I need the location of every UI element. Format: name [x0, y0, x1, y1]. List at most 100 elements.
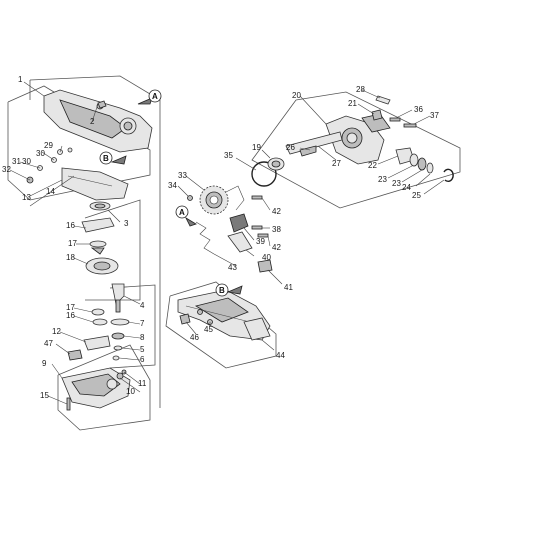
shaft-27	[285, 131, 343, 155]
label-44: 44	[276, 351, 285, 360]
label-42b: 42	[272, 243, 281, 252]
label-31: 31	[12, 157, 21, 166]
bolt-15	[66, 397, 71, 411]
lever-40	[227, 231, 253, 253]
label-18: 18	[66, 253, 75, 262]
clip-16b	[92, 318, 108, 326]
label-41: 41	[284, 283, 293, 292]
label-39: 39	[256, 237, 265, 246]
label-4: 4	[140, 301, 145, 310]
label-30b: 30	[22, 157, 31, 166]
label-43: 43	[228, 263, 237, 272]
knob-41	[257, 259, 273, 273]
group-box-upper	[7, 85, 151, 201]
spring-43	[195, 221, 215, 255]
label-38: 38	[272, 225, 281, 234]
callout-labels: 1 2 3 4 5 6 7 8 9 10 11 12 13 14 15 16 1…	[2, 75, 439, 400]
label-42a: 42	[272, 207, 281, 216]
washer-17b	[91, 308, 105, 316]
label-45: 45	[204, 325, 213, 334]
group-box-lower	[57, 344, 151, 431]
label-33: 33	[178, 171, 187, 180]
bolt-45b	[197, 309, 203, 315]
key-26	[299, 145, 317, 157]
washer-7	[110, 318, 130, 326]
lock-block-39	[229, 213, 249, 233]
label-17b: 17	[66, 303, 75, 312]
right-lower-assembly	[165, 281, 277, 369]
label-40: 40	[262, 253, 271, 262]
label-27: 27	[332, 159, 341, 168]
label-14: 14	[46, 187, 55, 196]
label-16b: 16	[66, 311, 75, 320]
label-10: 10	[126, 387, 135, 396]
ref-letter-b1: B	[103, 154, 109, 163]
label-16a: 16	[66, 221, 75, 230]
label-20: 20	[292, 91, 301, 100]
label-11: 11	[138, 379, 147, 388]
bolt-37	[403, 123, 417, 128]
bearing-23b	[417, 157, 427, 171]
label-9: 9	[42, 359, 47, 368]
nut-21	[371, 109, 383, 121]
right-middle-assembly	[175, 149, 285, 285]
bolt-36	[389, 117, 401, 122]
label-15: 15	[40, 391, 49, 400]
label-6: 6	[140, 355, 145, 364]
ref-letter-a1: A	[152, 92, 158, 101]
label-28: 28	[356, 85, 365, 94]
bolt-2	[97, 100, 107, 109]
bolt-38	[251, 225, 263, 230]
label-22: 22	[368, 161, 377, 170]
label-23a: 23	[378, 175, 387, 184]
label-7: 7	[140, 319, 145, 328]
arrow-a-ref	[137, 97, 153, 105]
label-26: 26	[286, 143, 295, 152]
group-box-44	[165, 281, 277, 369]
gasket-13	[61, 167, 129, 201]
label-46: 46	[190, 333, 199, 342]
washer-30b	[67, 147, 73, 153]
washer-17a	[89, 240, 107, 248]
label-24: 24	[402, 183, 411, 192]
label-25: 25	[412, 191, 421, 200]
label-30a: 30	[36, 149, 45, 158]
o-ring-35	[251, 161, 277, 187]
assembly-box-1	[29, 75, 161, 408]
bracket	[225, 185, 245, 211]
ref-a-circle	[148, 89, 162, 103]
label-21: 21	[348, 99, 357, 108]
washer-24	[426, 162, 434, 174]
bearing-8	[111, 332, 125, 340]
label-3: 3	[124, 219, 129, 228]
ring-6	[112, 355, 120, 361]
bolt-46	[179, 313, 191, 325]
arrow-b-ref	[110, 155, 127, 165]
plate-12	[83, 335, 111, 351]
ref-b-circle	[99, 151, 113, 165]
group-box-pinion	[109, 284, 156, 369]
clip-16a	[81, 217, 115, 233]
arrow-a2	[185, 216, 197, 227]
ref-letter-b2: B	[219, 286, 225, 295]
ref-b2-circle	[215, 283, 229, 297]
washer-34	[187, 195, 193, 201]
label-35: 35	[224, 151, 233, 160]
label-36: 36	[414, 105, 423, 114]
label-34: 34	[168, 181, 177, 190]
left-assembly	[7, 75, 162, 431]
bearing-23a	[409, 153, 419, 167]
label-32: 32	[2, 165, 11, 174]
label-23b: 23	[392, 179, 401, 188]
bolt-47	[67, 349, 83, 361]
bolt-10	[116, 372, 124, 380]
label-47: 47	[44, 339, 53, 348]
bolt-42b	[257, 233, 269, 238]
label-5: 5	[140, 345, 145, 354]
circlip-25	[443, 168, 454, 183]
label-8: 8	[140, 333, 145, 342]
label-1: 1	[18, 75, 23, 84]
group-box-20	[251, 91, 461, 209]
ref-letter-a2: A	[179, 208, 185, 217]
